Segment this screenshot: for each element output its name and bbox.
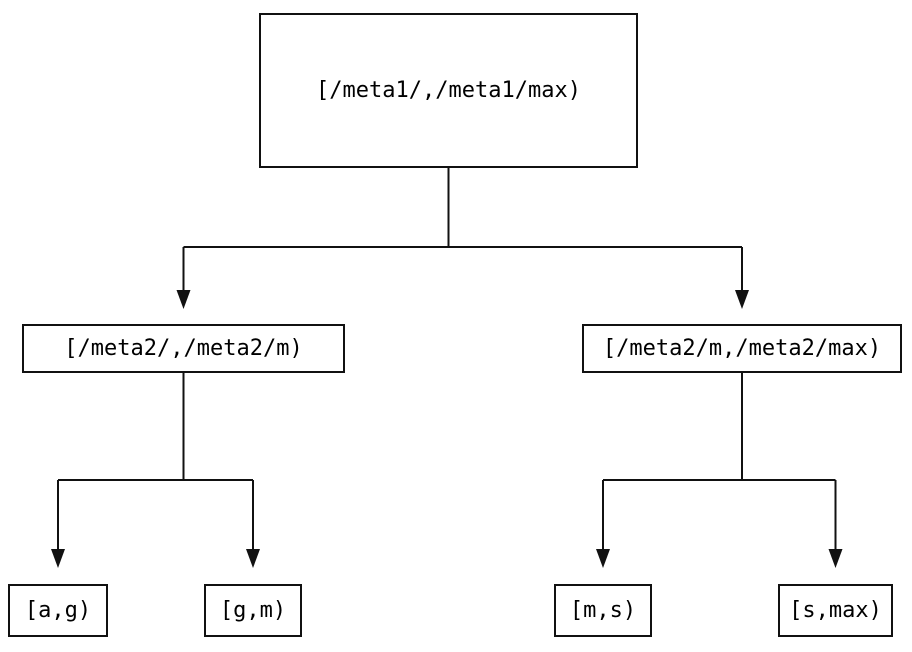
node-meta2-right: [/meta2/m,/meta2/max) <box>582 324 902 373</box>
arrowhead-icon <box>246 549 260 568</box>
node-leaf-m-s: [m,s) <box>554 584 652 637</box>
node-leaf-a-g: [a,g) <box>8 584 108 637</box>
arrowhead-icon <box>735 290 749 309</box>
node-leaf-s-max: [s,max) <box>778 584 893 637</box>
arrowhead-icon <box>828 549 843 568</box>
node-root: [/meta1/,/meta1/max) <box>259 13 638 168</box>
arrowhead-icon <box>596 549 610 568</box>
arrowhead-icon <box>51 549 65 568</box>
node-meta2-left: [/meta2/,/meta2/m) <box>22 324 345 373</box>
arrowhead-icon <box>176 290 191 309</box>
node-leaf-g-m: [g,m) <box>204 584 302 637</box>
